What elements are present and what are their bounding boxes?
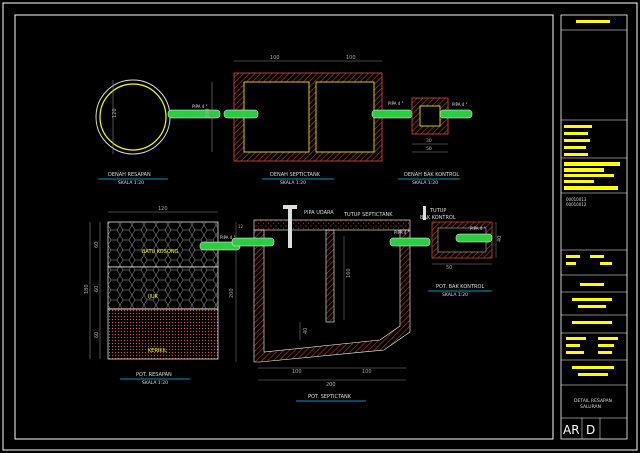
pipe-label: PIPA 4 " (220, 235, 236, 240)
dim-text: 120 (112, 108, 118, 118)
drawing-frame (14, 14, 554, 440)
dim-text: 50 (426, 146, 432, 152)
sheet-number: D (586, 423, 595, 437)
sheet-code: AR (563, 423, 580, 437)
layer-label: KERIKIL (148, 348, 167, 354)
view-title: POT. BAK KONTROL (436, 284, 484, 290)
view-title: DENAH BAK KONTROL (404, 172, 459, 178)
pot-resapan: 120 180 60 60 60 BATU KOSONG IJUK KERIKI… (84, 206, 241, 386)
dim-text: 40 (303, 328, 309, 334)
dim-text: 200 (229, 288, 235, 298)
dim-text: 200 (326, 382, 336, 388)
view-title: DENAH SEPTICTANK (270, 172, 321, 178)
scale-label: SKALA 1:20 (412, 180, 438, 186)
dim-text: 100 (362, 369, 372, 375)
pipe-label: PIPA 4 " (394, 230, 410, 235)
pipe-icon (455, 233, 493, 243)
dim-text: 180 (84, 284, 90, 294)
lid-label: TUTUP SEPTICTANK (343, 212, 393, 218)
pipe-icon (223, 109, 259, 119)
pipe-label: PIPA 4 " (192, 104, 208, 109)
pipe-label: PIPA 4 " (470, 226, 486, 231)
dim-text: 60 (94, 242, 100, 248)
dim-text: 60 (94, 332, 100, 338)
denah-bak-kontrol: PIPA 4 " 30 50 DENAH BAK KONTROL SKALA 1… (398, 97, 473, 186)
lid-label: BAK KONTROL (420, 215, 456, 221)
dim-text: 100 (270, 55, 280, 61)
pot-bak-kontrol: TUTUP BAK KONTROL PIPA 4 " 40 50 POT. BA… (420, 206, 503, 298)
view-title: POT. RESAPAN (136, 372, 172, 378)
dim-text: 160 (346, 268, 352, 278)
lid-label: TUTUP (429, 208, 446, 214)
layer-label: BATU KOSONG (142, 249, 179, 255)
pipe-icon (389, 237, 431, 247)
dim-text: 12 (238, 224, 244, 229)
title-block: 00010013 00010012 DETAIL RESAPAN SALURAN… (560, 14, 628, 440)
dim-text: 100 (205, 108, 211, 118)
pot-septictank: PIPA UDARA TUTUP SEPTICTANK PIPA 4 " 160… (229, 205, 431, 402)
denah-resapan: 120 PIPA 4 " DENAH RESAPAN SKALA 1:20 (95, 79, 221, 186)
view-title: POT. SEPTICTANK (308, 394, 352, 400)
dim-text: 50 (446, 265, 452, 271)
code-text: 00010013 (566, 197, 587, 202)
drawing-title: SALURAN (580, 404, 601, 410)
pipe-label: PIPA 4 " (452, 102, 468, 107)
denah-septictank: 100 100 100 PIPA 4 " DENAH SEPTICTANK SK… (205, 55, 413, 186)
scale-label: SKALA 1:20 (442, 292, 468, 298)
pipe-icon (167, 109, 221, 119)
pipe-label: PIPA 4 " (388, 101, 404, 106)
drawing-title: DETAIL RESAPAN (574, 398, 612, 404)
view-title: DENAH RESAPAN (108, 172, 151, 178)
pipe-label: PIPA UDARA (304, 210, 334, 216)
layer-label: IJUK (148, 294, 159, 300)
dim-text: 100 (292, 369, 302, 375)
code-text: 00010012 (566, 202, 587, 207)
pipe-icon (371, 109, 413, 119)
pipe-icon (231, 237, 275, 247)
dim-text: 120 (158, 206, 168, 212)
dim-text: 100 (346, 55, 356, 61)
pipe-icon (439, 109, 473, 119)
scale-label: SKALA 1:20 (118, 180, 144, 186)
dim-text: 40 (497, 236, 503, 242)
dim-text: 60 (94, 286, 100, 292)
scale-label: SKALA 1:20 (280, 180, 306, 186)
dim-text: 30 (426, 138, 432, 144)
scale-label: SKALA 1:20 (142, 380, 168, 386)
